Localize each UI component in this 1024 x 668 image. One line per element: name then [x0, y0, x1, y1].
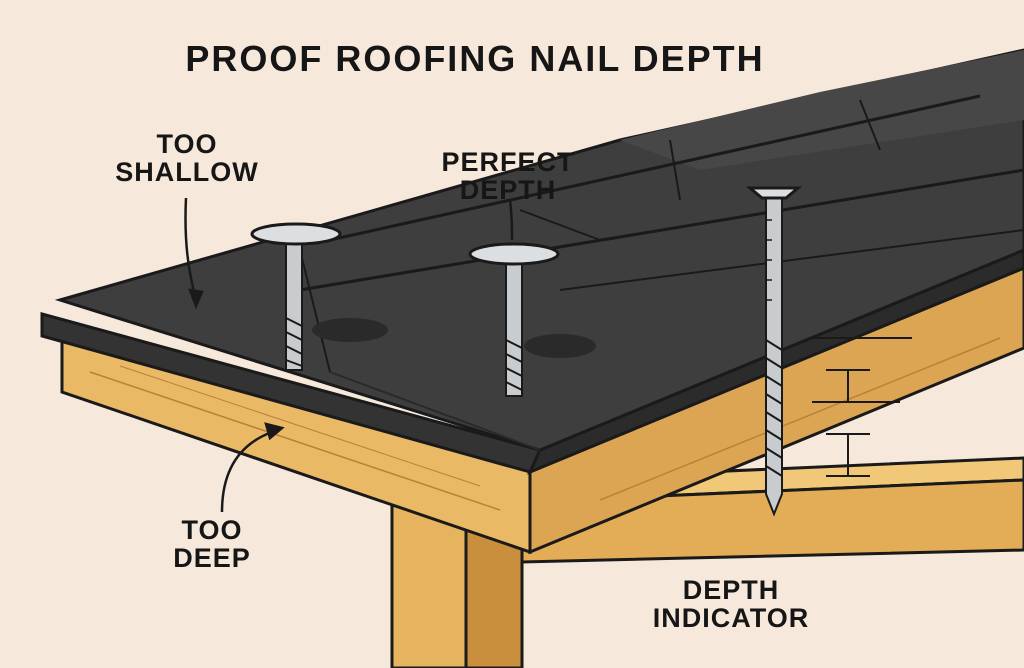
label-too-deep: TOO DEEP — [132, 516, 292, 573]
label-too-shallow-line2: SHALLOW — [115, 157, 259, 188]
label-perfect-depth-line1: PERFECT — [441, 147, 575, 177]
nail-shadows — [312, 318, 596, 358]
label-too-deep-line2: DEEP — [173, 543, 251, 574]
leader-lines — [184, 197, 514, 513]
perfect-depth-nail — [468, 242, 560, 397]
too-shallow-nail — [250, 222, 342, 371]
support-posts — [390, 498, 524, 668]
label-depth-indicator-line1: DEPTH — [682, 575, 780, 605]
too-deep-pointer — [220, 430, 273, 513]
page-title: PROOF ROOFING NAIL DEPTH — [185, 38, 765, 79]
label-perfect-depth: PERFECT DEPTH — [408, 148, 608, 205]
label-too-shallow-line1: TOO — [156, 129, 218, 159]
label-too-shallow: TOO SHALLOW — [82, 130, 292, 187]
label-perfect-depth-line2: DEPTH — [459, 175, 557, 206]
label-depth-indicator: DEPTH INDICATOR — [616, 576, 846, 633]
depth-indicator-marks — [812, 337, 912, 477]
too-deep-nail — [745, 186, 803, 517]
label-too-deep-line1: TOO — [181, 515, 243, 545]
perfect-depth-pointer — [508, 199, 514, 241]
label-depth-indicator-line2: INDICATOR — [652, 603, 810, 634]
